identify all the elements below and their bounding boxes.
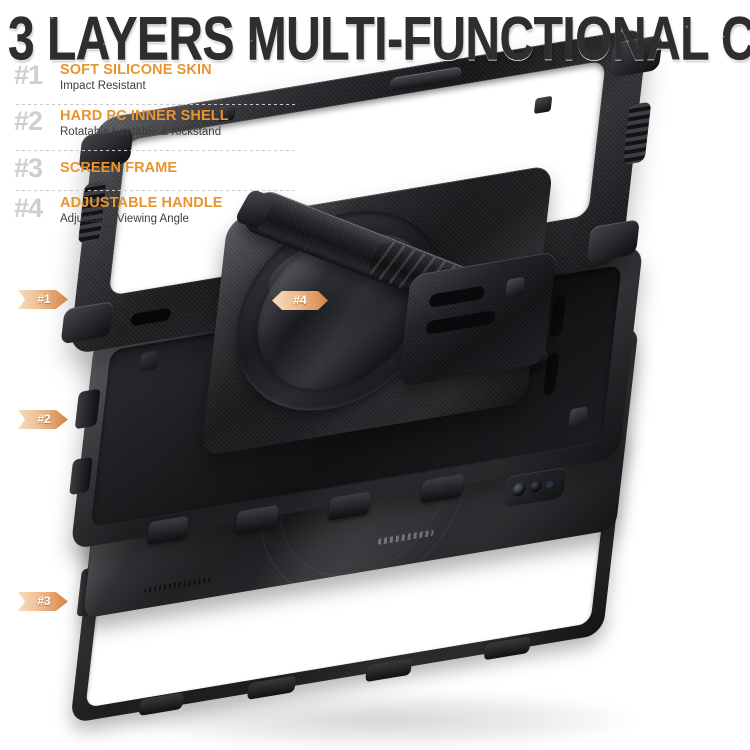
feature-separator-1 [16,104,296,105]
callout-badge-4: #4 [272,291,328,310]
callout-badge-2-label: #2 [37,412,51,426]
callout-badge-3: #3 [18,592,68,611]
callout-badge-4-label: #4 [293,293,307,307]
feature-subtitle-2: Rotatable turntable & Kickstand [60,126,222,138]
callout-badge-2: #2 [18,410,68,429]
feature-item-3: #3 SCREEN FRAME [14,151,304,191]
feature-item-2: #2 HARD PC INNER SHELL Rotatable turntab… [14,105,304,151]
feature-title-2: HARD PC INNER SHELL [60,108,229,124]
feature-separator-3 [16,190,296,191]
feature-number-2: #2 [14,106,43,136]
feature-separator-2 [16,150,296,151]
callout-badge-3-label: #3 [37,594,51,608]
feature-number-1: #1 [14,60,43,90]
feature-title-4: ADJUSTABLE HANDLE [60,195,223,211]
page-title: 3 LAYERS MULTI-FUNCTIONAL CASE [8,5,750,70]
feature-item-4: #4 ADJUSTABLE HANDLE Adjustable Viewing … [14,191,304,238]
callout-badge-1-label: #1 [37,292,51,306]
feature-number-4: #4 [14,193,43,223]
page-title-text: 3 LAYERS MULTI-FUNCTIONAL CASE [8,3,750,73]
feature-subtitle-1: Impact Resistant [60,80,146,92]
feature-title-1: SOFT SILICONE SKIN [60,62,212,78]
feature-list: #1 SOFT SILICONE SKIN Impact Resistant #… [14,60,304,238]
feature-subtitle-4: Adjustable Viewing Angle [60,213,189,225]
callout-badge-1: #1 [18,290,68,309]
feature-item-1: #1 SOFT SILICONE SKIN Impact Resistant [14,60,304,105]
feature-title-3: SCREEN FRAME [60,160,178,176]
feature-number-3: #3 [14,153,43,183]
